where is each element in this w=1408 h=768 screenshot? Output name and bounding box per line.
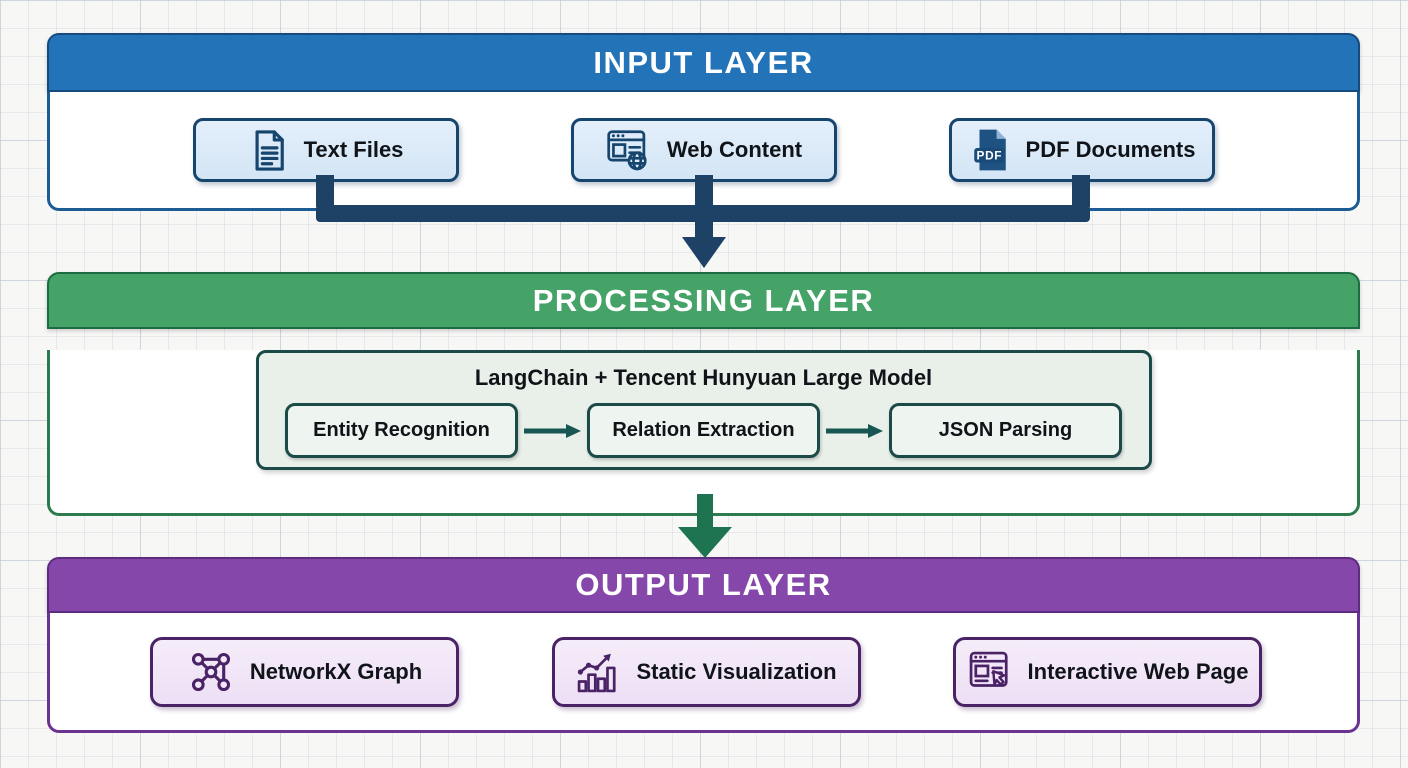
step-relation-extraction: Relation Extraction <box>587 403 820 458</box>
model-group-title: LangChain + Tencent Hunyuan Large Model <box>474 365 933 390</box>
node-networkx-graph: NetworkX Graph <box>150 636 459 707</box>
svg-text:PDF: PDF <box>976 149 1002 163</box>
down-arrow-icon <box>678 527 732 558</box>
step-label: JSON Parsing <box>938 419 1073 441</box>
node-static-visualization: Static Visualization <box>551 636 861 707</box>
right-arrow-icon <box>826 423 883 438</box>
down-arrow-icon <box>682 237 726 268</box>
node-label: NetworkX Graph <box>249 658 423 684</box>
document-icon <box>255 129 284 171</box>
bar-chart-icon <box>578 653 617 692</box>
network-graph-icon <box>191 652 230 691</box>
right-arrow-icon <box>524 423 581 438</box>
connector-text-files-drop <box>316 175 334 207</box>
output-layer-body: NetworkX Graph Static Visual <box>47 613 1360 733</box>
model-group-box: LangChain + Tencent Hunyuan Large Model … <box>255 350 1152 470</box>
processing-layer-body: LangChain + Tencent Hunyuan Large Model … <box>47 350 1360 516</box>
node-label: Interactive Web Page <box>1027 658 1249 684</box>
processing-layer-header: PROCESSING LAYER <box>47 272 1360 329</box>
output-layer: OUTPUT LAYER <box>47 557 1360 733</box>
node-text-files: Text Files <box>193 118 459 182</box>
processing-layer: PROCESSING LAYER LangChain + Tencent Hun… <box>47 272 1360 516</box>
node-label: Web Content <box>666 137 803 162</box>
node-label: PDF Documents <box>1025 137 1196 162</box>
browser-globe-icon <box>607 130 647 171</box>
input-layer-body: Text Files <box>47 92 1360 211</box>
input-layer-header: INPUT LAYER <box>47 33 1360 92</box>
connector-processing-output <box>697 494 713 528</box>
browser-cursor-icon <box>969 651 1008 687</box>
connector-pdf-drop <box>1072 175 1090 207</box>
node-pdf-documents: PDF PDF Documents <box>949 118 1215 182</box>
pdf-file-icon: PDF <box>973 129 1006 171</box>
node-web-content: Web Content <box>571 118 837 182</box>
step-label: Relation Extraction <box>612 419 795 441</box>
pipeline-steps: Entity Recognition Relation Extraction <box>259 403 1149 458</box>
input-layer: INPUT LAYER Text Files <box>47 33 1360 211</box>
step-label: Entity Recognition <box>313 419 490 441</box>
node-interactive-web-page: Interactive Web Page <box>953 636 1262 707</box>
node-label: Text Files <box>303 137 404 162</box>
connector-center-shaft <box>695 175 713 238</box>
node-label: Static Visualization <box>636 658 837 684</box>
output-layer-header: OUTPUT LAYER <box>47 557 1360 613</box>
step-json-parsing: JSON Parsing <box>889 403 1122 458</box>
step-entity-recognition: Entity Recognition <box>285 403 518 458</box>
